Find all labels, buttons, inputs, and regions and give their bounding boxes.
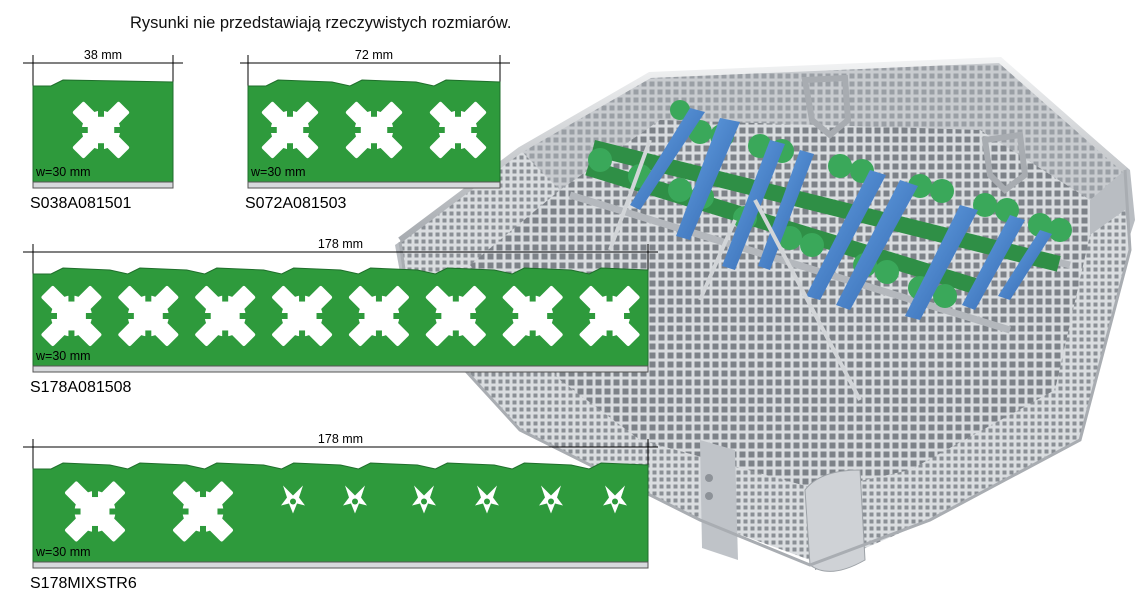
holder-hole-large <box>41 286 102 346</box>
width-label: w=30 mm <box>35 545 91 559</box>
holder-hole-large <box>72 101 130 159</box>
product-code: S178MIXSTR6 <box>30 575 137 592</box>
holder-hole-large <box>348 286 409 346</box>
holder-hole-small <box>475 485 499 514</box>
holder-hole-large <box>429 101 487 159</box>
dimension-label: 72 mm <box>355 48 393 62</box>
holder-hole-large <box>272 286 333 346</box>
strip-diagrams: 38 mm w=30 mm S038A081501 72 mm w=30 mm S072A… <box>23 48 658 592</box>
holder-hole-small <box>281 485 305 514</box>
strip-1: 38 mm w=30 mm S038A081501 <box>23 48 183 212</box>
width-label: w=30 mm <box>35 165 91 179</box>
disclaimer-note: Rysunki nie przedstawiają rzeczywistych … <box>130 14 511 32</box>
holder-hole-small <box>603 485 627 514</box>
strip-base-plate <box>247 181 501 189</box>
width-label: w=30 mm <box>250 165 306 179</box>
strip-2: 72 mm w=30 mm S072A081503 <box>240 48 510 212</box>
holder-hole-large <box>65 481 125 542</box>
holder-hole-small <box>412 485 436 514</box>
dimension-label: 178 mm <box>318 432 363 446</box>
holder-hole-small <box>539 485 563 514</box>
holder-hole-large <box>195 286 256 346</box>
instruments <box>630 108 1052 320</box>
product-code: S072A081503 <box>245 195 347 212</box>
holder-hole-large <box>425 286 486 346</box>
strip-body <box>32 267 649 367</box>
strip-base-plate <box>32 561 649 569</box>
holder-hole-large <box>173 481 233 542</box>
holder-hole-large <box>345 101 403 159</box>
strip-base-plate <box>32 181 174 189</box>
strip-3: 178 mm w=30 mm S178A081508 <box>23 237 658 396</box>
strip-body <box>32 462 649 563</box>
silver-instruments <box>608 139 862 401</box>
holder-hole-large <box>502 286 563 346</box>
product-code: S038A081501 <box>30 195 132 212</box>
product-code: S178A081508 <box>30 379 132 396</box>
holder-hole-small <box>343 485 367 514</box>
dimension-label: 38 mm <box>84 48 122 62</box>
holder-hole-large <box>579 286 640 346</box>
width-label: w=30 mm <box>35 349 91 363</box>
holder-hole-large <box>261 101 319 159</box>
strip-4: 178 mm w=30 mm S178MIXSTR6 <box>23 432 658 592</box>
strip-base-plate <box>32 365 649 373</box>
holder-hole-large <box>118 286 179 346</box>
dimension-label: 178 mm <box>318 237 363 251</box>
